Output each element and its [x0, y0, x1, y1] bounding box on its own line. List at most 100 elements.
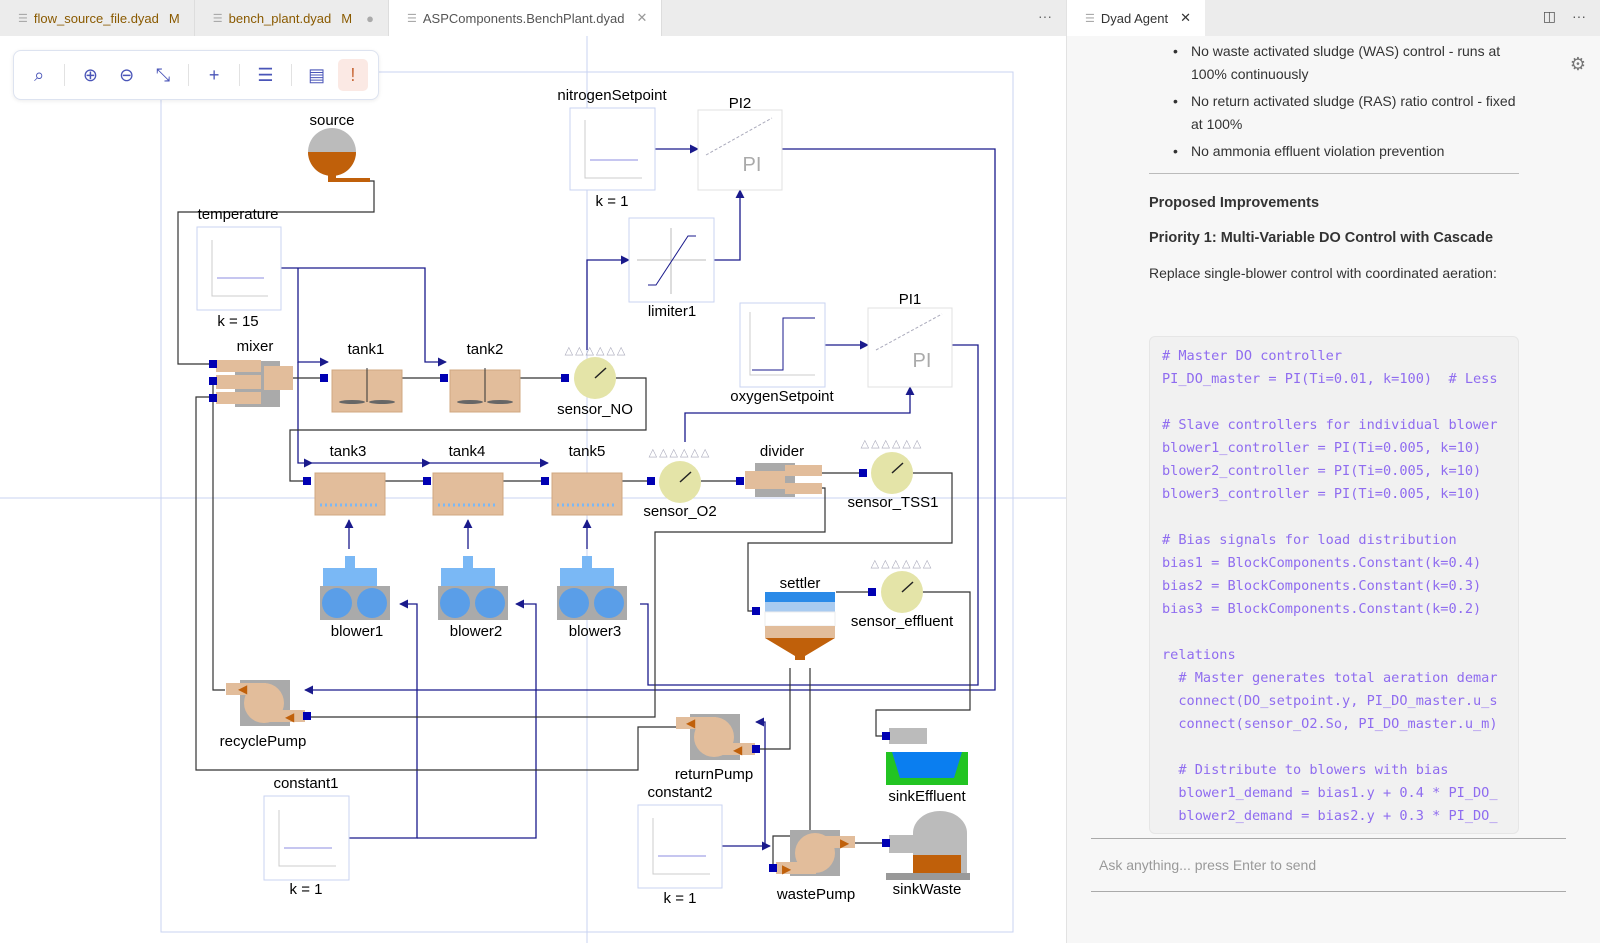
settler-component[interactable]: settler: [752, 575, 836, 660]
svg-text:◀: ◀: [686, 716, 696, 730]
code-line: blower2_demand = bias2.y + 0.3 * PI_DO_: [1162, 808, 1498, 824]
block-label: oxygenSetpoint: [730, 388, 834, 405]
modified-badge: M: [341, 10, 353, 26]
waste-pump-component[interactable]: ▶▶ wastePump: [769, 830, 855, 903]
tab-dyad-agent[interactable]: ☰Dyad Agent✕: [1067, 0, 1205, 36]
divider: [290, 64, 292, 86]
add-icon[interactable]: +: [208, 64, 220, 85]
temperature-block[interactable]: temperature k = 15: [196, 206, 282, 330]
more-icon[interactable]: ···: [1572, 8, 1586, 24]
constant1-block[interactable]: constant1 k = 1: [263, 775, 350, 898]
tank5-component[interactable]: tank5: [541, 443, 623, 516]
block-label: temperature: [198, 206, 279, 223]
blower3-component[interactable]: blower3: [557, 556, 627, 640]
blower2-component[interactable]: blower2: [438, 556, 508, 640]
block-param: k = 1: [664, 890, 697, 907]
code-line: [1162, 391, 1518, 414]
split-editor-icon[interactable]: ◫: [1542, 8, 1556, 24]
tank1-component[interactable]: tank1: [320, 341, 403, 413]
sink-effluent-component[interactable]: sinkEffluent: [882, 728, 968, 805]
settings-sliders-icon[interactable]: ☰: [257, 64, 274, 85]
block-label: sinkEffluent: [888, 788, 966, 805]
chat-input-container: [1091, 838, 1566, 892]
divider-component[interactable]: divider: [736, 443, 822, 497]
pi1-controller[interactable]: PI1 PI: [867, 291, 953, 388]
recycle-pump-component[interactable]: ◀◀ recyclePump: [220, 680, 311, 750]
bullet-item: No ammonia effluent violation prevention: [1173, 140, 1519, 163]
tab-label: ASPComponents.BenchPlant.dyad: [422, 10, 625, 26]
block-label: divider: [760, 443, 804, 460]
svg-text:◀: ◀: [733, 743, 743, 757]
block-label: sensor_O2: [643, 503, 716, 520]
code-line: # Distribute to blowers with bias: [1162, 762, 1449, 778]
block-label: settler: [780, 575, 821, 592]
zoom-in-icon[interactable]: ⊕: [82, 64, 98, 85]
agent-panel: ☰Dyad Agent✕ ◫··· ⚙ No waste activated s…: [1066, 0, 1600, 943]
sensor-ports-icon: △△△△△△: [871, 558, 934, 570]
gear-icon[interactable]: ⚙: [1569, 54, 1586, 74]
diagram-canvas[interactable]: source nitrogenSetpoint k = 1 temperatur…: [0, 36, 1066, 943]
tab-label: flow_source_file.dyad: [33, 10, 159, 26]
search-icon[interactable]: ⌕: [34, 64, 45, 85]
blower1-component[interactable]: blower1: [320, 556, 390, 640]
paragraph: Replace single-blower control with coord…: [1149, 265, 1497, 281]
bullet-item: No return activated sludge (RAS) ratio c…: [1173, 90, 1519, 136]
block-label: constant2: [647, 784, 712, 801]
tank2-component[interactable]: tank2: [440, 341, 521, 413]
block-label: limiter1: [648, 303, 696, 320]
diagram-toolbar: ⌕ ⊕ ⊖ ⤡ + ☰ ▤ !: [13, 50, 379, 100]
code-line: # Master DO controller: [1162, 348, 1343, 364]
tank4-component[interactable]: tank4: [423, 443, 504, 516]
file-icon: ☰: [18, 12, 28, 25]
code-line: # Master generates total aeration demar: [1162, 670, 1498, 686]
sensor-no[interactable]: △△△△△△ sensor_NO: [557, 345, 633, 418]
code-line: blower1_controller = PI(Ti=0.005, k=10): [1162, 440, 1482, 456]
block-label: source: [309, 112, 354, 129]
sink-waste-component[interactable]: sinkWaste: [882, 811, 970, 898]
pi2-controller[interactable]: PI2 PI: [697, 95, 783, 191]
mixer-component[interactable]: mixer: [209, 338, 293, 407]
file-icon: ☰: [406, 12, 417, 25]
sensor-ports-icon: △△△△△△: [565, 345, 628, 357]
tank3-component[interactable]: tank3: [303, 443, 386, 516]
code-line: relations: [1162, 647, 1236, 663]
svg-text:▶: ▶: [782, 862, 792, 876]
pi-text: PI: [743, 154, 762, 176]
unsaved-dot-icon: ●: [366, 10, 374, 26]
block-label: blower2: [450, 623, 503, 640]
fit-icon[interactable]: ⤡: [155, 64, 171, 85]
sensor-tss1[interactable]: △△△△△△ sensor_TSS1: [848, 438, 939, 511]
sensor-o2[interactable]: △△△△△△ sensor_O2: [643, 447, 716, 520]
block-label: blower3: [569, 623, 622, 640]
nitrogen-setpoint-block[interactable]: nitrogenSetpoint k = 1: [557, 87, 667, 210]
code-line: bias2 = BlockComponents.Constant(k=0.3): [1162, 578, 1482, 594]
block-param: k = 1: [596, 193, 629, 210]
pi-text: PI: [913, 350, 932, 372]
agent-tab-bar: ☰Dyad Agent✕ ◫ ···: [1067, 0, 1600, 36]
close-icon[interactable]: ✕: [1180, 10, 1191, 25]
svg-text:◀: ◀: [285, 710, 295, 724]
block-param: k = 1: [290, 881, 323, 898]
return-pump-component[interactable]: ◀◀ returnPump: [675, 714, 760, 783]
block-param: k = 15: [217, 313, 258, 330]
warning-icon[interactable]: !: [337, 59, 369, 91]
more-icon[interactable]: ···: [1038, 8, 1052, 24]
limiter1-block[interactable]: limiter1: [628, 217, 715, 320]
layout-icon[interactable]: ▤: [308, 64, 326, 85]
signal-connections: [281, 144, 996, 851]
oxygen-setpoint-block[interactable]: oxygenSetpoint: [730, 302, 835, 405]
constant2-block[interactable]: constant2 k = 1: [637, 784, 723, 907]
divider: [239, 64, 241, 86]
close-icon[interactable]: ✕: [636, 10, 648, 25]
section-heading: Proposed Improvements: [1149, 195, 1320, 211]
zoom-out-icon[interactable]: ⊖: [119, 64, 135, 85]
sensor-effluent[interactable]: △△△△△△ sensor_effluent: [851, 558, 954, 630]
chat-input[interactable]: [1091, 839, 1566, 891]
code-line: blower1_demand = bias1.y + 0.4 * PI_DO_: [1162, 785, 1498, 801]
tab-benchplant-component[interactable]: ☰ ASPComponents.BenchPlant.dyad ✕: [388, 0, 663, 36]
source-component[interactable]: source: [308, 112, 370, 182]
divider: [188, 64, 190, 86]
